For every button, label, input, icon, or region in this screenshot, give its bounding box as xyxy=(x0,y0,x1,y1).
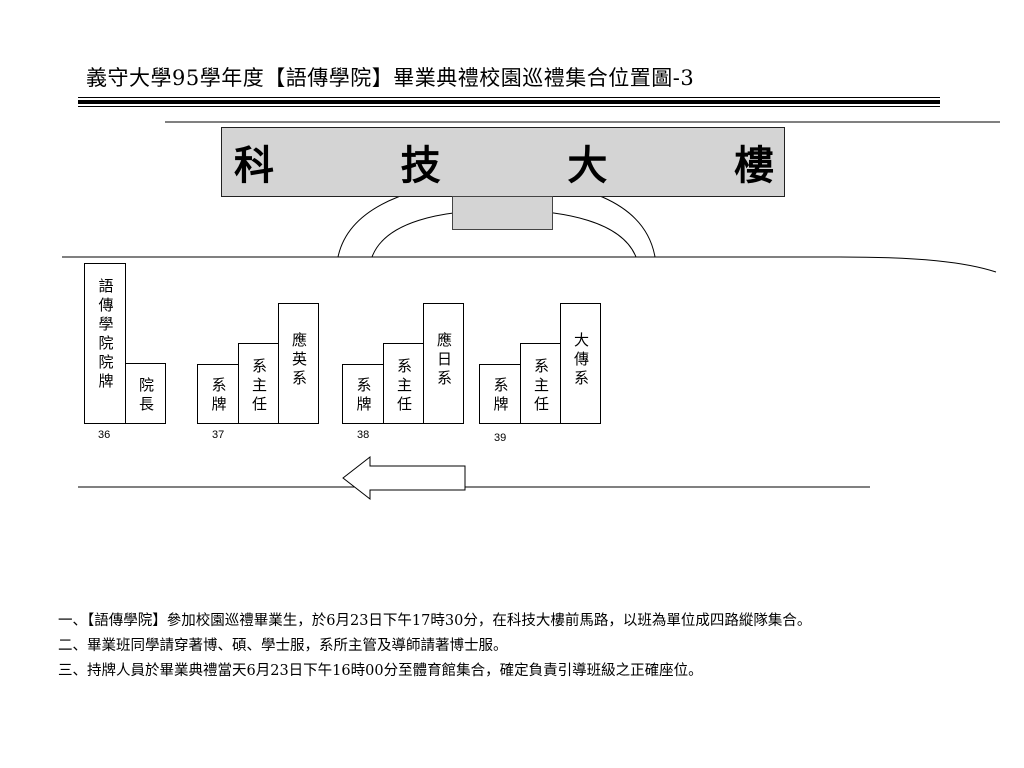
g37-chair-box: 系主任 xyxy=(238,343,279,424)
g37-sign-box: 系牌 xyxy=(197,364,239,424)
group-number-39: 39 xyxy=(494,432,507,444)
g38-dept-box: 應日系 xyxy=(423,303,464,424)
building-char-1: 科 xyxy=(234,142,274,189)
g39-chair-box: 系主任 xyxy=(520,343,561,424)
dean-box: 院長 xyxy=(125,363,166,424)
g39-sign-label: 系牌 xyxy=(491,377,510,415)
g37-dept-box: 應英系 xyxy=(278,303,319,424)
g37-sign-label: 系牌 xyxy=(209,377,228,415)
group-number-36: 36 xyxy=(98,429,111,441)
note-1: 一、【語傳學院】參加校園巡禮畢業生，於6月23日下午17時30分，在科技大樓前馬… xyxy=(58,613,812,629)
road-line-middle xyxy=(62,256,997,273)
building-entrance xyxy=(452,196,553,230)
college-sign-box: 語傳學院院牌 xyxy=(84,263,126,424)
g39-chair-label: 系主任 xyxy=(532,358,550,415)
left-arrow-icon xyxy=(342,455,466,501)
notes-section: 一、【語傳學院】參加校園巡禮畢業生，於6月23日下午17時30分，在科技大樓前馬… xyxy=(58,610,998,685)
title-rule-thick xyxy=(78,100,940,104)
college-sign-label: 語傳學院院牌 xyxy=(96,278,115,392)
g38-sign-label: 系牌 xyxy=(354,377,373,415)
note-3: 三、持牌人員於畢業典禮當天6月23日下午16時00分至體育館集合，確定負責引導班… xyxy=(58,663,703,679)
title-rule-thin-bottom xyxy=(78,106,940,107)
g39-dept-label: 大傳系 xyxy=(572,332,590,389)
g38-chair-label: 系主任 xyxy=(395,358,413,415)
g37-dept-label: 應英系 xyxy=(290,332,308,389)
tech-building: 科 技 大 樓 xyxy=(221,127,785,197)
g39-sign-box: 系牌 xyxy=(479,364,521,424)
g37-chair-label: 系主任 xyxy=(250,358,268,415)
building-char-3: 大 xyxy=(567,142,608,189)
dean-label: 院長 xyxy=(137,377,155,415)
note-2: 二、畢業班同學請穿著博、碩、學士服，系所主管及導師請著博士服。 xyxy=(58,638,508,654)
title-rule-thin-top xyxy=(78,97,940,98)
building-char-4: 樓 xyxy=(733,142,774,189)
group-number-37: 37 xyxy=(212,429,225,441)
g38-sign-box: 系牌 xyxy=(342,364,384,424)
g39-dept-box: 大傳系 xyxy=(560,303,601,424)
group-number-38: 38 xyxy=(357,429,370,441)
g38-chair-box: 系主任 xyxy=(383,343,424,424)
page-title: 義守大學95學年度【語傳學院】畢業典禮校園巡禮集合位置圖-3 xyxy=(86,66,695,90)
g38-dept-label: 應日系 xyxy=(435,332,453,389)
building-char-2: 技 xyxy=(400,142,441,189)
